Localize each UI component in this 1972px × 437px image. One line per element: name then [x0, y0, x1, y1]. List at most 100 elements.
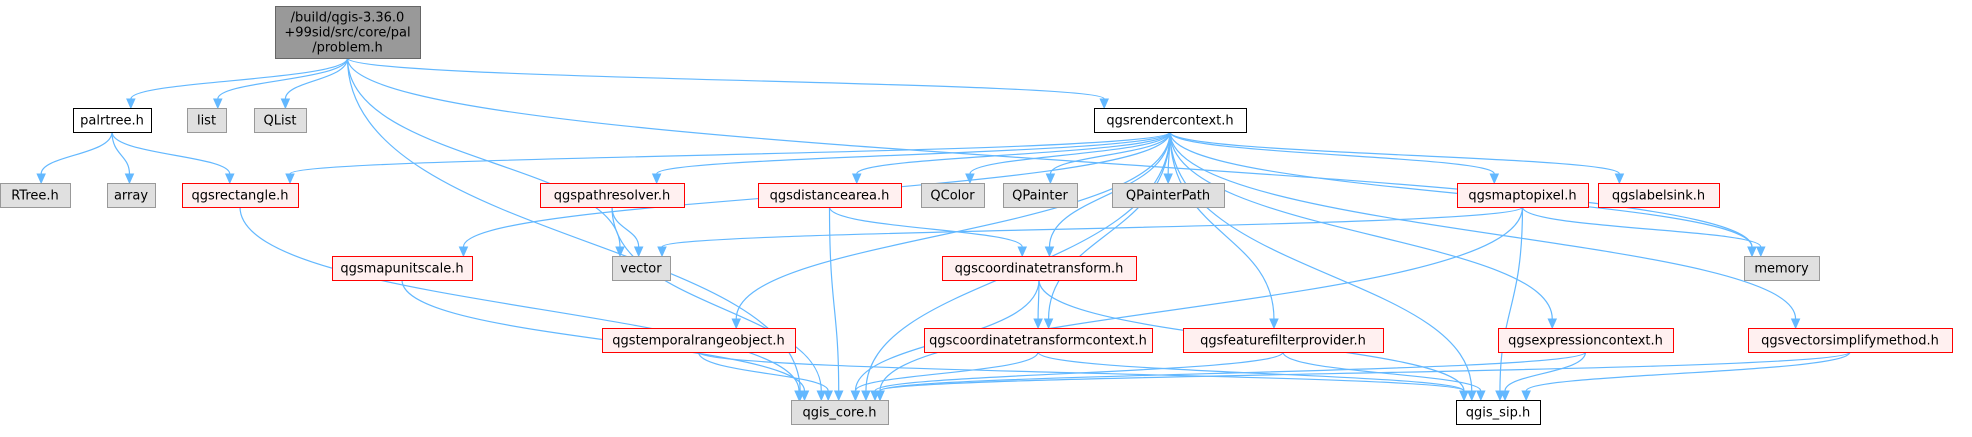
- edge-root-to-memory: [346, 57, 1753, 248]
- edge-qgsexpressioncontext-to-qgis_core: [879, 351, 1587, 392]
- node-qgsmapunitscale[interactable]: qgsmapunitscale.h: [332, 256, 473, 281]
- node-qgsfeaturefilterprovider[interactable]: qgsfeaturefilterprovider.h: [1183, 328, 1384, 353]
- node-qgstemporalrangeobject-box: [602, 328, 796, 353]
- node-qgstemporalrangeobject[interactable]: qgstemporalrangeobject.h: [602, 328, 796, 353]
- node-qpainter-box: [1003, 183, 1078, 208]
- arrowhead-root-to-qgsrendercontext: [1099, 98, 1109, 110]
- edge-qgsdistancearea-to-qgis_core: [828, 206, 840, 392]
- node-memory-box: [1744, 256, 1820, 281]
- node-qlist: QList: [254, 108, 307, 133]
- node-qgsdistancearea[interactable]: qgsdistancearea.h: [758, 183, 902, 208]
- arrowhead-qgsfeaturefilterprovider-to-qgis_sip: [1476, 390, 1486, 402]
- edges-layer: [36, 57, 1851, 402]
- node-palrtree[interactable]: palrtree.h: [73, 108, 152, 133]
- edge-qgsmaptopixel-to-vector: [661, 206, 1524, 248]
- arrowhead-qgspathresolver-to-vector: [633, 246, 644, 258]
- node-qgis_sip[interactable]: qgis_sip.h: [1456, 400, 1541, 425]
- node-qgsexpressioncontext-box: [1498, 328, 1674, 353]
- arrowhead-qgsrendercontext-to-qgsvectorsimplifymethod: [1790, 318, 1801, 330]
- edge-qgspathresolver-to-vector: [611, 206, 640, 248]
- arrowhead-qgsrendercontext-to-qpainter: [1045, 173, 1056, 185]
- edge-qgsrendercontext-to-qpainter: [1049, 131, 1171, 175]
- node-qgsexpressioncontext[interactable]: qgsexpressioncontext.h: [1498, 328, 1674, 353]
- edge-qgsrendercontext-to-qgspathresolver: [656, 131, 1171, 175]
- edge-qgsvectorsimplifymethod-to-qgis_core: [879, 351, 1851, 392]
- edge-qgsrendercontext-to-qgstemporalrangeobject: [735, 131, 1171, 320]
- node-array-box: [107, 183, 156, 208]
- node-qcolor-box: [921, 183, 985, 208]
- edge-root-to-palrtree: [130, 57, 349, 100]
- node-qpainterpath-label: QPainterPath: [1126, 189, 1210, 204]
- node-qgsrendercontext[interactable]: qgsrendercontext.h: [1094, 108, 1247, 133]
- edge-qgstemporalrangeobject-to-qgis_sip: [697, 351, 1465, 392]
- node-qgsmaptopixel-label: qgsmaptopixel.h: [1468, 189, 1576, 204]
- arrowhead-qgsrendercontext-to-qgsfeaturefilterprovider: [1269, 318, 1279, 330]
- edge-qgsdistancearea-to-qgscoordinatetransform: [828, 206, 1023, 248]
- edge-qgsrendercontext-to-qgsvectorsimplifymethod: [1169, 131, 1797, 320]
- node-array-label: array: [114, 189, 148, 204]
- node-root-box: [275, 6, 421, 59]
- arrowhead-qgsrendercontext-to-qgsmapunitscale: [458, 246, 469, 258]
- nodes-layer: /build/qgis-3.36.0+99sid/src/core/pal/pr…: [0, 6, 1953, 425]
- node-qgstemporalrangeobject-label: qgstemporalrangeobject.h: [612, 334, 784, 349]
- arrowhead-qgsmaptopixel-to-vector: [657, 246, 667, 258]
- node-list: list: [187, 108, 227, 133]
- arrowhead-qgsrendercontext-to-qgsrectangle: [285, 173, 295, 185]
- edge-qgscoordinatetransformcontext-to-qgis_core: [854, 351, 1039, 392]
- node-qgsrendercontext-box: [1094, 108, 1247, 133]
- edge-qgsrendercontext-to-qgslabelsink: [1169, 131, 1621, 175]
- arrowhead-qgsvectorsimplifymethod-to-qgis_core: [875, 390, 885, 402]
- node-qlist-box: [254, 108, 307, 133]
- arrowhead-qgsrendercontext-to-qgslabelsink: [1614, 173, 1625, 185]
- arrowhead-qgsrendercontext-to-qgscoordinatetransform: [1044, 246, 1055, 258]
- arrowhead-qgsrendercontext-to-qgstemporalrangeobject: [731, 318, 741, 330]
- arrowhead-root-to-palrtree: [126, 98, 136, 110]
- node-qgslabelsink[interactable]: qgslabelsink.h: [1598, 183, 1720, 208]
- arrowhead-qgsmaptopixel-to-memory: [1756, 246, 1766, 258]
- node-qcolor: QColor: [921, 183, 985, 208]
- edge-qgsmaptopixel-to-qgis_sip: [1499, 206, 1524, 392]
- edge-qgsfeaturefilterprovider-to-qgis_core: [874, 351, 1284, 392]
- edge-qgsrendercontext-to-qgsfeaturefilterprovider: [1169, 131, 1275, 320]
- edge-root-to-qlist: [284, 57, 349, 100]
- node-vector-label: vector: [620, 262, 662, 277]
- node-root[interactable]: /build/qgis-3.36.0+99sid/src/core/pal/pr…: [275, 6, 421, 59]
- node-qgscoordinatetransform[interactable]: qgscoordinatetransform.h: [942, 256, 1137, 281]
- arrowhead-qgscoordinatetransformcontext-to-qgis_core: [850, 390, 861, 402]
- node-qgsvectorsimplifymethod-box: [1748, 328, 1953, 353]
- node-qpainterpath-box: [1112, 183, 1225, 208]
- arrowhead-root-to-qlist: [280, 98, 291, 110]
- edge-palrtree-to-array: [111, 131, 131, 175]
- arrowhead-qgsdistancearea-to-qgscoordinatetransform: [1017, 246, 1028, 258]
- node-list-box: [187, 108, 227, 133]
- node-qgsvectorsimplifymethod[interactable]: qgsvectorsimplifymethod.h: [1748, 328, 1953, 353]
- node-qgscoordinatetransformcontext-box: [924, 328, 1153, 353]
- node-qgscoordinatetransformcontext[interactable]: qgscoordinatetransformcontext.h: [924, 328, 1153, 353]
- node-qpainter-label: QPainter: [1012, 189, 1068, 204]
- node-array: array: [107, 183, 156, 208]
- edge-qgsexpressioncontext-to-qgis_sip: [1504, 351, 1587, 392]
- node-qgsmaptopixel-box: [1457, 183, 1589, 208]
- node-qgsmapunitscale-label: qgsmapunitscale.h: [340, 262, 463, 277]
- node-vector: vector: [612, 256, 671, 281]
- arrowhead-qgsdistancearea-to-qgis_core: [833, 390, 844, 402]
- arrowhead-qgsexpressioncontext-to-qgis_sip: [1500, 390, 1510, 402]
- node-qcolor-label: QColor: [930, 189, 975, 204]
- node-root-label: /problem.h: [312, 41, 383, 56]
- edge-qgsrendercontext-to-qcolor: [969, 131, 1171, 175]
- arrowhead-palrtree-to-rtree: [36, 173, 46, 185]
- edge-qgsvectorsimplifymethod-to-qgis_sip: [1525, 351, 1851, 392]
- node-qgsmaptopixel[interactable]: qgsmaptopixel.h: [1457, 183, 1589, 208]
- arrowhead-palrtree-to-array: [124, 173, 135, 185]
- node-qgsrectangle-box: [182, 183, 299, 208]
- node-list-label: list: [197, 114, 216, 129]
- arrowhead-root-to-list: [213, 98, 223, 110]
- node-qgis_core-box: [791, 400, 889, 425]
- node-qpainterpath: QPainterPath: [1112, 183, 1225, 208]
- node-qgspathresolver[interactable]: qgspathresolver.h: [540, 183, 685, 208]
- node-qgsrendercontext-label: qgsrendercontext.h: [1106, 114, 1233, 129]
- node-qgsrectangle[interactable]: qgsrectangle.h: [182, 183, 299, 208]
- node-qgis_sip-label: qgis_sip.h: [1466, 406, 1530, 421]
- edge-qgsmaptopixel-to-memory: [1521, 206, 1762, 248]
